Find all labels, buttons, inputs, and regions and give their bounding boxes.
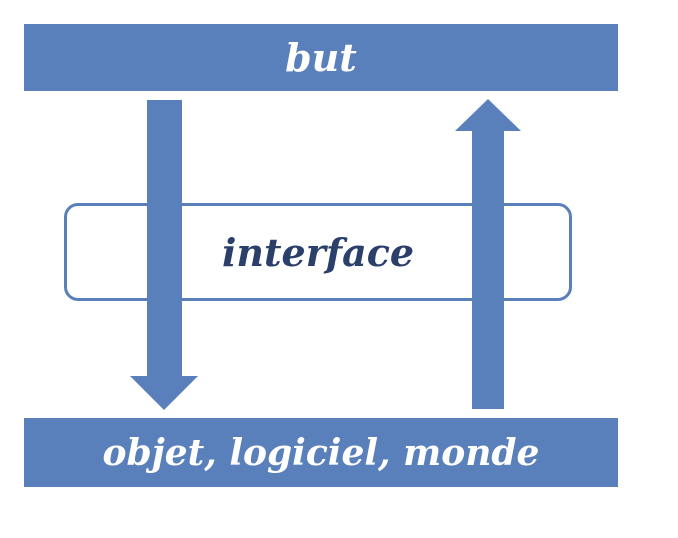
up-arrow <box>455 99 521 409</box>
object-label: objet, logiciel, monde <box>102 431 540 474</box>
down-arrow <box>130 100 198 410</box>
goal-bar: but <box>24 24 618 91</box>
goal-label: but <box>285 35 357 80</box>
object-bar: objet, logiciel, monde <box>24 418 618 487</box>
